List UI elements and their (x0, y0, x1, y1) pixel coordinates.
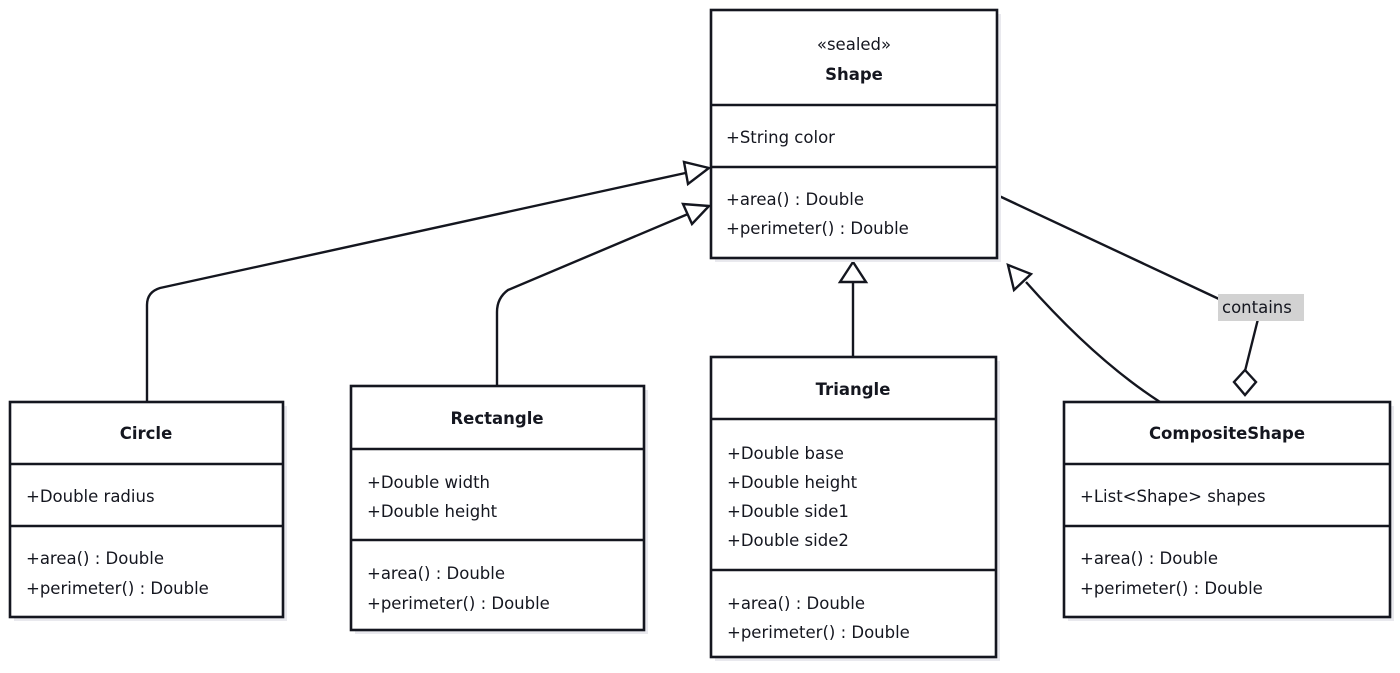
class-box-rectangle[interactable]: Rectangle +Double width +Double height +… (349, 384, 648, 634)
rectangle-method-1: +perimeter() : Double (367, 594, 550, 613)
rectangle-class-name: Rectangle (450, 409, 543, 428)
relationship-rectangle-to-shape (495, 202, 712, 386)
triangle-attribute-2: +Double side1 (727, 502, 849, 521)
generalization-arrowhead-composite (1006, 263, 1034, 293)
triangle-attribute-1: +Double height (727, 473, 858, 492)
relationship-circle-to-shape (145, 160, 712, 402)
shape-box-outline (709, 8, 999, 260)
triangle-class-name: Triangle (816, 380, 891, 399)
relationship-shape-contains-composite: contains (996, 193, 1304, 397)
generalization-arrowhead-rectangle (681, 202, 712, 227)
circle-attribute-0: +Double radius (26, 487, 155, 506)
aggregation-label-background (1218, 294, 1304, 321)
composite-box-outline (1062, 400, 1392, 619)
triangle-attribute-3: +Double side2 (727, 531, 849, 550)
triangle-box-outline (709, 355, 998, 659)
generalization-line-composite (1025, 281, 1161, 404)
rectangle-attribute-0: +Double width (367, 473, 490, 492)
generalization-line-rectangle (495, 212, 689, 386)
triangle-method-0: +area() : Double (727, 594, 865, 613)
composite-attribute-0: +List<Shape> shapes (1080, 487, 1266, 506)
class-box-triangle[interactable]: Triangle +Double base +Double height +Do… (709, 355, 1000, 661)
generalization-line-circle (145, 170, 691, 402)
relationship-triangle-to-shape (837, 259, 869, 357)
rectangle-method-0: +area() : Double (367, 564, 505, 583)
aggregation-line-upper (996, 193, 1220, 301)
relationship-composite-to-shape (1006, 263, 1161, 404)
shape-method-1: +perimeter() : Double (726, 219, 909, 238)
aggregation-label: contains (1222, 298, 1292, 317)
shape-attribute-0: +String color (726, 128, 835, 147)
composite-method-0: +area() : Double (1080, 549, 1218, 568)
class-box-compositeshape[interactable]: CompositeShape +List<Shape> shapes +area… (1062, 400, 1394, 621)
generalization-arrowhead-circle (682, 160, 712, 187)
aggregation-line-lower (1243, 318, 1260, 372)
triangle-method-1: +perimeter() : Double (727, 623, 910, 642)
circle-method-1: +perimeter() : Double (26, 579, 209, 598)
aggregation-diamond (1232, 368, 1258, 397)
composite-class-name: CompositeShape (1149, 424, 1305, 443)
generalization-arrowhead-triangle (837, 259, 869, 284)
composite-method-1: +perimeter() : Double (1080, 579, 1263, 598)
triangle-attribute-0: +Double base (727, 444, 844, 463)
circle-method-0: +area() : Double (26, 549, 164, 568)
circle-class-name: Circle (120, 424, 173, 443)
shape-stereotype: «sealed» (817, 35, 891, 54)
class-box-circle[interactable]: Circle +Double radius +area() : Double +… (8, 400, 287, 621)
shape-class-name: Shape (825, 65, 883, 84)
class-box-shape[interactable]: «sealed» Shape +String color +area() : D… (709, 8, 1001, 262)
rectangle-box-outline (349, 384, 646, 632)
circle-box-outline (8, 400, 285, 619)
rectangle-attribute-1: +Double height (367, 502, 498, 521)
shape-method-0: +area() : Double (726, 190, 864, 209)
